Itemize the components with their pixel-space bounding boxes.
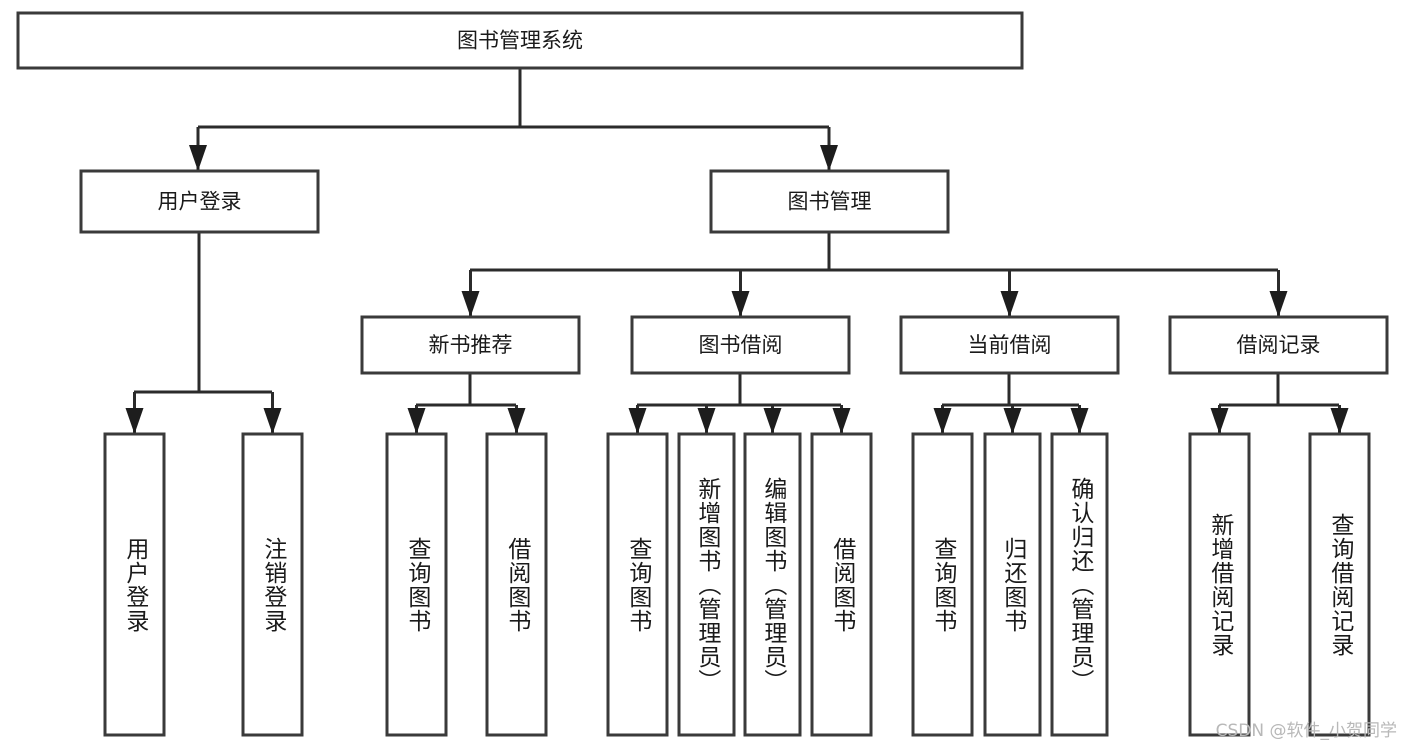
node-leaf-label-2: 查询图书 bbox=[403, 536, 430, 633]
arrow-to-leaf-11 bbox=[1210, 408, 1229, 434]
node-leaf-box-3[interactable] bbox=[485, 432, 548, 737]
csdn-watermark: CSDN @软件_小贺同学 bbox=[1215, 721, 1397, 741]
node-leaf-label-3-text-wrap: 借阅图书 bbox=[487, 434, 546, 735]
node-level3-label-3: 借阅记录 bbox=[1237, 333, 1321, 357]
node-level3-box-3[interactable] bbox=[1168, 315, 1389, 375]
node-leaf-label-6-text-wrap: 编辑图书（管理员） bbox=[745, 434, 800, 735]
node-level3-box-2[interactable] bbox=[899, 315, 1120, 375]
arrow-to-leaf-3 bbox=[507, 408, 526, 434]
node-leaf-label-9-text-wrap: 归还图书 bbox=[985, 434, 1040, 735]
node-leaf-label-11-text-wrap: 新增借阅记录 bbox=[1190, 434, 1249, 735]
arrow-to-leaf-7 bbox=[832, 408, 851, 434]
node-leaf-label-11: 新增借阅记录 bbox=[1206, 512, 1233, 657]
node-leaf-label-1-text-wrap: 注销登录 bbox=[243, 434, 302, 735]
node-level2-label-1: 图书管理 bbox=[788, 190, 872, 214]
node-leaf-label-7: 借阅图书 bbox=[828, 536, 855, 633]
node-level3-box-1[interactable] bbox=[630, 315, 851, 375]
node-leaf-label-7-text-wrap: 借阅图书 bbox=[812, 434, 871, 735]
node-leaf-label-8: 查询图书 bbox=[929, 536, 956, 633]
node-leaf-box-7[interactable] bbox=[810, 432, 873, 737]
arrow-to-leaf-1 bbox=[263, 408, 282, 434]
node-leaf-label-6: 编辑图书（管理员） bbox=[759, 476, 786, 693]
arrow-to-leaf-0 bbox=[125, 408, 144, 434]
node-leaf-box-1[interactable] bbox=[241, 432, 304, 737]
arrow-to-leaf-10 bbox=[1070, 408, 1089, 434]
node-leaf-label-1: 注销登录 bbox=[259, 536, 286, 633]
node-leaf-box-2[interactable] bbox=[385, 432, 448, 737]
arrow-to-level3-1 bbox=[731, 291, 750, 317]
node-leaf-label-9: 归还图书 bbox=[999, 536, 1026, 633]
node-leaf-label-12: 查询借阅记录 bbox=[1326, 512, 1353, 657]
node-level3-label-0: 新书推荐 bbox=[429, 333, 513, 357]
node-leaf-label-2-text-wrap: 查询图书 bbox=[387, 434, 446, 735]
arrow-to-leaf-9 bbox=[1003, 408, 1022, 434]
node-leaf-box-8[interactable] bbox=[911, 432, 974, 737]
node-leaf-box-5[interactable] bbox=[677, 432, 736, 737]
node-level3-box-0[interactable] bbox=[360, 315, 581, 375]
node-leaf-label-3: 借阅图书 bbox=[503, 536, 530, 633]
arrow-to-leaf-5 bbox=[697, 408, 716, 434]
arrow-to-leaf-12 bbox=[1330, 408, 1349, 434]
arrow-to-level3-3 bbox=[1269, 291, 1288, 317]
node-leaf-box-4[interactable] bbox=[606, 432, 669, 737]
node-level3-label-1: 图书借阅 bbox=[699, 333, 783, 357]
node-leaf-box-6[interactable] bbox=[743, 432, 802, 737]
arrow-to-leaf-4 bbox=[628, 408, 647, 434]
node-level2-box-1[interactable] bbox=[709, 169, 950, 234]
arrow-to-level2-0 bbox=[189, 145, 207, 171]
node-leaf-label-4-text-wrap: 查询图书 bbox=[608, 434, 667, 735]
node-root-label: 图书管理系统 bbox=[457, 29, 583, 53]
node-leaf-box-9[interactable] bbox=[983, 432, 1042, 737]
node-leaf-label-0: 用户登录 bbox=[121, 536, 148, 633]
node-leaf-box-10[interactable] bbox=[1050, 432, 1109, 737]
node-level2-label-0: 用户登录 bbox=[158, 190, 242, 214]
node-leaf-box-12[interactable] bbox=[1308, 432, 1371, 737]
node-root-box[interactable] bbox=[16, 11, 1024, 70]
node-leaf-label-4: 查询图书 bbox=[624, 536, 651, 633]
node-leaf-label-0-text-wrap: 用户登录 bbox=[105, 434, 164, 735]
node-leaf-box-11[interactable] bbox=[1188, 432, 1251, 737]
node-box-layer bbox=[16, 11, 1389, 737]
arrow-to-level3-0 bbox=[461, 291, 480, 317]
node-leaf-label-12-text-wrap: 查询借阅记录 bbox=[1310, 434, 1369, 735]
node-leaf-label-5: 新增图书（管理员） bbox=[693, 476, 720, 693]
arrow-to-leaf-2 bbox=[407, 408, 426, 434]
node-leaf-box-0[interactable] bbox=[103, 432, 166, 737]
arrow-to-leaf-8 bbox=[933, 408, 952, 434]
node-leaf-label-8-text-wrap: 查询图书 bbox=[913, 434, 972, 735]
node-leaf-label-5-text-wrap: 新增图书（管理员） bbox=[679, 434, 734, 735]
node-level3-label-2: 当前借阅 bbox=[968, 333, 1052, 357]
node-level2-box-0[interactable] bbox=[79, 169, 320, 234]
arrow-to-level2-1 bbox=[820, 145, 838, 171]
arrow-to-level3-2 bbox=[1000, 291, 1019, 317]
node-leaf-label-10-text-wrap: 确认归还（管理员） bbox=[1052, 434, 1107, 735]
arrow-to-leaf-6 bbox=[763, 408, 782, 434]
connector-layer bbox=[125, 68, 1349, 434]
node-leaf-label-10: 确认归还（管理员） bbox=[1066, 476, 1093, 693]
